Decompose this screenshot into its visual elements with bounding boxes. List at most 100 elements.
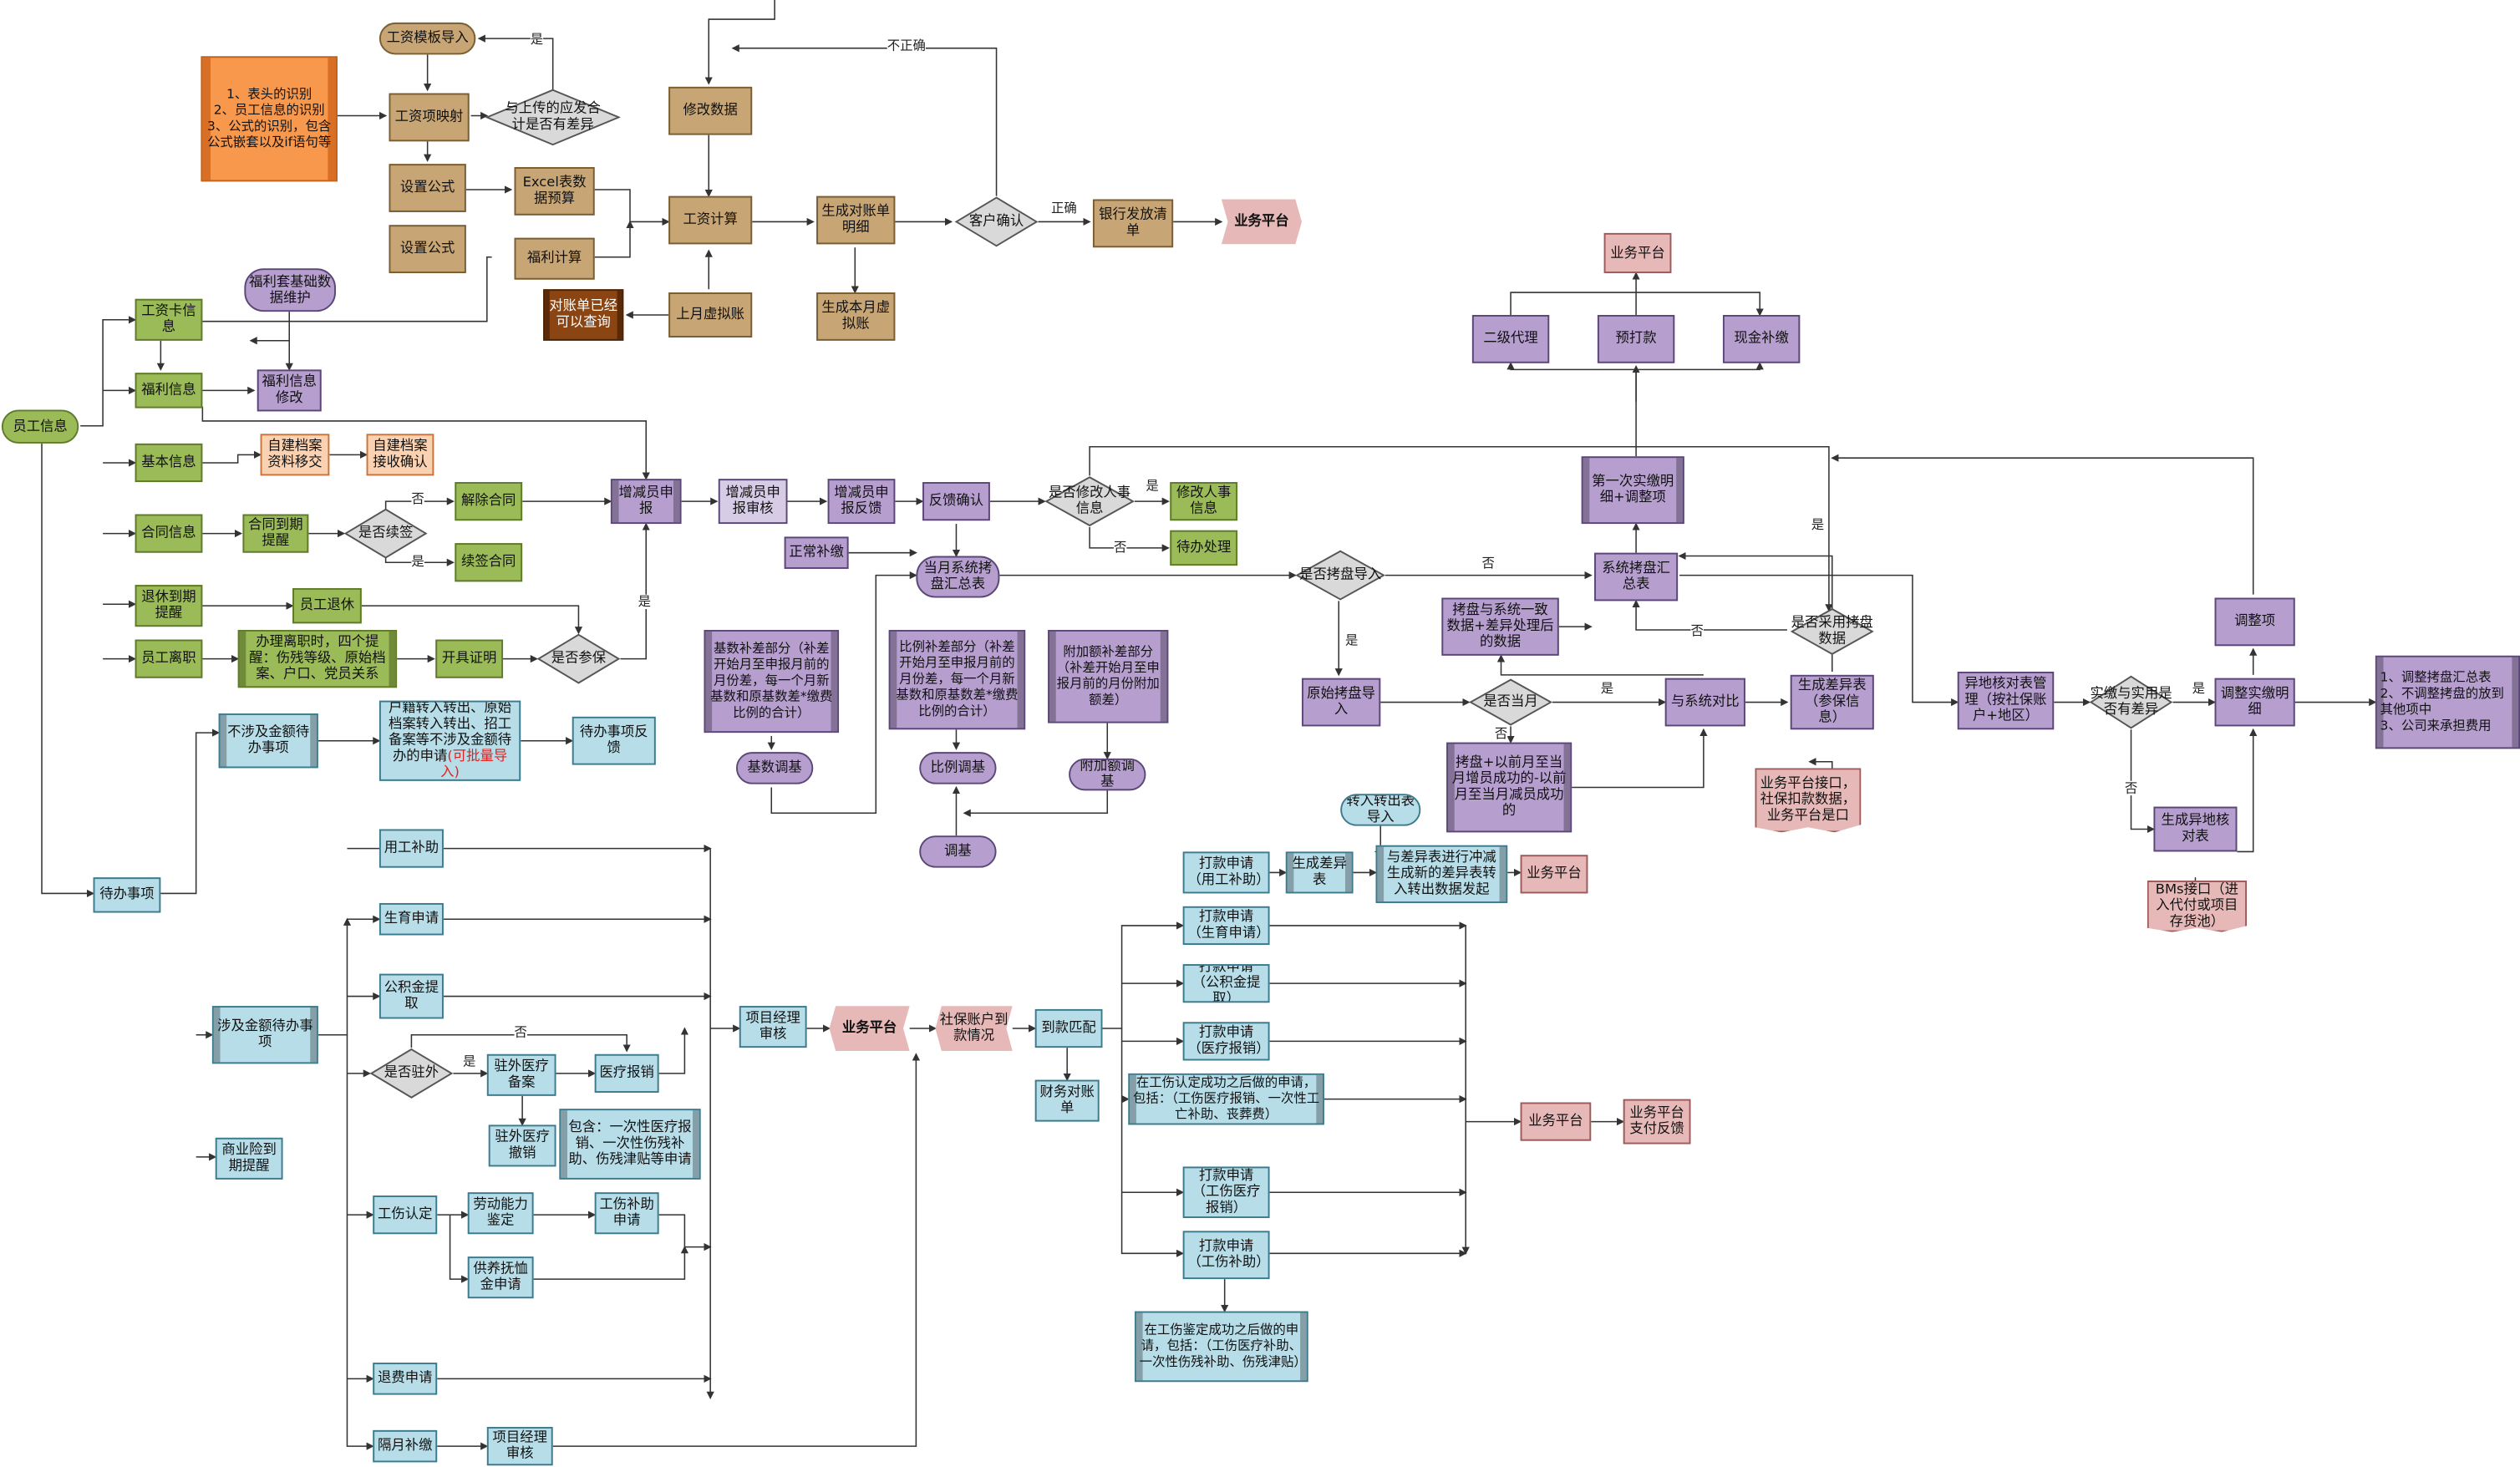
biz-platform-top[interactable]: 业务平台 (1603, 232, 1672, 273)
pm-review[interactable]: 项目经理审核 (739, 1006, 807, 1048)
gen-virtual[interactable]: 生成本月虚拟账 (816, 292, 896, 341)
ratio-adjust[interactable]: 比例调基 (919, 752, 997, 784)
prepay[interactable]: 预打款 (1597, 315, 1675, 363)
report-review[interactable]: 增减员申报审核 (718, 479, 788, 525)
modify-hr-decision[interactable]: 是否修改人事信息 (1044, 475, 1135, 527)
disk-plus: 拷盘+以前月至当月增员成功的-以前月至当月减员成功的 (1446, 742, 1572, 833)
finance-statement[interactable]: 财务对账单 (1034, 1079, 1100, 1122)
welfare-info[interactable]: 福利信息 (135, 373, 203, 409)
arrival-match[interactable]: 到款匹配 (1034, 1008, 1103, 1048)
labor-appraisal[interactable]: 劳动能力鉴定 (467, 1192, 534, 1235)
biz-platform-diff[interactable]: 业务平台 (1520, 855, 1588, 894)
basic-info[interactable]: 基本信息 (135, 443, 203, 483)
next-month-supplement[interactable]: 隔月补缴 (373, 1429, 438, 1463)
employ-subsidy[interactable]: 用工补助 (379, 829, 444, 868)
gen-diff-table[interactable]: 生成差异表（参保信息） (1790, 674, 1874, 730)
no-amount-feedback[interactable]: 待办事项反馈 (572, 716, 656, 765)
system-summary[interactable]: 系统拷盘汇总表 (1594, 552, 1679, 602)
welfare-modify[interactable]: 福利信息修改 (257, 369, 322, 412)
employee-resign[interactable]: 员工离职 (135, 639, 203, 678)
cash-supplement[interactable]: 现金补缴 (1722, 315, 1801, 363)
amount-todo[interactable]: 涉及金额待办事项 (211, 1006, 318, 1064)
dependent-pension[interactable]: 供养抚恤金申请 (467, 1256, 534, 1299)
compare-system[interactable]: 与系统对比 (1664, 678, 1745, 727)
medical-claim[interactable]: 医疗报销 (594, 1053, 659, 1093)
use-disk-decision[interactable]: 是否采用拷盘数据 (1790, 607, 1874, 656)
housing-fund[interactable]: 公积金提取 (379, 973, 444, 1019)
stationed-cancel[interactable]: 驻外医疗撤销 (488, 1124, 556, 1167)
set-formula-1[interactable]: 设置公式 (389, 164, 466, 212)
pm-review-2[interactable]: 项目经理审核 (486, 1427, 553, 1466)
match-check-decision[interactable]: 实缴与实用是否有差异 (2089, 675, 2173, 729)
stationed-decision[interactable]: 是否驻外 (369, 1048, 454, 1099)
agent-l2[interactable]: 二级代理 (1471, 315, 1550, 363)
pay-fund[interactable]: 打款申请（公积金提取） (1182, 964, 1270, 1003)
employee-info[interactable]: 员工信息 (1, 409, 79, 444)
pay-injury-subsidy[interactable]: 打款申请（工伤补助） (1182, 1231, 1270, 1280)
social-arrival[interactable]: 社保账户到款情况 (935, 1006, 1013, 1051)
work-injury[interactable]: 工伤认定 (373, 1195, 438, 1235)
report-feedback[interactable]: 增减员申报反馈 (827, 479, 896, 525)
adjust-item[interactable]: 调整项 (2214, 597, 2295, 647)
pay-maternity[interactable]: 打款申请（生育申请） (1182, 906, 1270, 946)
welfare-base[interactable]: 福利套基础数据维护 (244, 268, 337, 312)
excel-budget[interactable]: Excel表数据预算 (514, 167, 595, 216)
transfer-import[interactable]: 转入转出表导入 (1340, 794, 1421, 826)
extra-adjust[interactable]: 附加额调基 (1069, 758, 1146, 791)
renew-check-decision[interactable]: 是否续签 (343, 508, 428, 560)
increase-report[interactable]: 增减员申报 (610, 479, 682, 525)
biz-platform-pay[interactable]: 业务平台 (1520, 1102, 1592, 1141)
maternity-apply[interactable]: 生育申请 (379, 902, 444, 936)
platform-feedback[interactable]: 业务平台支付反馈 (1623, 1099, 1691, 1145)
contract-expire[interactable]: 合同到期提醒 (242, 514, 309, 553)
gen-statement[interactable]: 生成对账单明细 (816, 195, 896, 245)
welfare-calc[interactable]: 福利计算 (514, 237, 595, 280)
pay-injury-medical[interactable]: 打款申请（工伤医疗报销） (1182, 1166, 1270, 1218)
refund-apply[interactable]: 退费申请 (373, 1363, 438, 1395)
adjust-base[interactable]: 调基 (919, 835, 997, 868)
original-import[interactable]: 原始拷盘导入 (1302, 678, 1381, 727)
adjust-detail[interactable]: 调整实缴明细 (2214, 678, 2295, 727)
stationed-record[interactable]: 驻外医疗备案 (486, 1053, 556, 1096)
continue-contract[interactable]: 续签合同 (455, 543, 523, 582)
normal-supplement[interactable]: 正常补缴 (784, 536, 849, 569)
label-yes: 是 (462, 1053, 476, 1069)
salary-mapping[interactable]: 工资项映射 (389, 93, 470, 142)
pay-employ[interactable]: 打款申请（用工补助） (1182, 851, 1270, 894)
modify-data[interactable]: 修改数据 (668, 86, 753, 135)
bank-list[interactable]: 银行发放清单 (1092, 199, 1174, 248)
last-virtual[interactable]: 上月虚拟账 (668, 292, 753, 338)
pay-medical[interactable]: 打款申请（医疗报销） (1182, 1022, 1270, 1061)
terminate-contract[interactable]: 解除合同 (455, 482, 523, 521)
commercial-remind[interactable]: 商业险到期提醒 (215, 1137, 283, 1180)
self-archive-confirm[interactable]: 自建档案接收确认 (366, 434, 434, 476)
employee-retire[interactable]: 员工退休 (292, 587, 362, 624)
current-month-decision[interactable]: 是否当月 (1469, 678, 1553, 727)
gen-remote-table[interactable]: 生成异地核对表 (2153, 806, 2238, 852)
contract-info[interactable]: 合同信息 (135, 514, 203, 553)
todo-root[interactable]: 待办事项 (93, 877, 161, 913)
customer-confirm-decision[interactable]: 客户确认 (954, 196, 1039, 248)
salary-card-info[interactable]: 工资卡信息 (135, 298, 203, 341)
identify-notes: 1、表头的识别 2、员工信息的识别 3、公式的识别，包含公式嵌套以及if语句等 (201, 56, 338, 182)
injury-subsidy[interactable]: 工伤补助申请 (594, 1192, 659, 1235)
set-formula-2[interactable]: 设置公式 (389, 225, 466, 273)
gen-diff-pay[interactable]: 生成差异表 (1285, 851, 1354, 894)
disk-import-decision[interactable]: 是否拷盘导入 (1295, 550, 1386, 602)
open-cert[interactable]: 开具证明 (435, 639, 504, 678)
current-summary[interactable]: 当月系统拷盘汇总表 (916, 556, 1000, 598)
salary-template-import[interactable]: 工资模板导入 (379, 22, 476, 55)
no-amount-todo[interactable]: 不涉及金额待办事项 (218, 713, 318, 769)
retire-remind[interactable]: 退休到期提醒 (135, 585, 203, 627)
salary-calc[interactable]: 工资计算 (668, 195, 753, 245)
remote-check[interactable]: 异地核对表管理（按社保账户+地区） (1957, 672, 2055, 730)
base-adjust[interactable]: 基数调基 (735, 752, 814, 784)
pending-process[interactable]: 待办处理 (1170, 530, 1238, 566)
feedback-confirm[interactable]: 反馈确认 (922, 482, 990, 521)
insured-check-decision[interactable]: 是否参保 (536, 633, 621, 685)
diff-check-decision[interactable]: 与上传的应发合计是否有差异 (485, 89, 621, 146)
biz-platform-todo[interactable]: 业务平台 (829, 1006, 910, 1051)
self-archive-transfer[interactable]: 自建档案资料移交 (260, 434, 330, 476)
modify-hr[interactable]: 修改人事信息 (1170, 482, 1238, 521)
biz-platform-salary[interactable]: 业务平台 (1221, 199, 1303, 245)
